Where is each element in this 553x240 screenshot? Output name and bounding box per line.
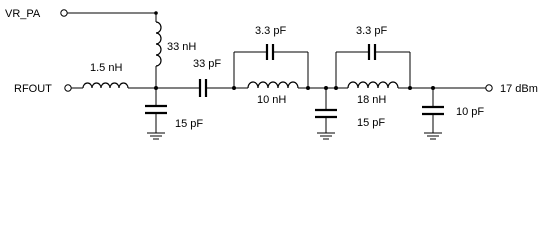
- vr-pa-port[interactable]: [60, 9, 68, 17]
- rf-matching-network-schematic: VR_PA RFOUT 17 dBm 1.5 nH 33 nH 15 pF 33…: [5, 8, 538, 140]
- shunt-cap-3-value: 10 pF: [456, 106, 484, 118]
- series-inductor-value: 1.5 nH: [90, 62, 122, 74]
- vr-pa-label: VR_PA: [5, 8, 41, 20]
- rfout-label: RFOUT: [14, 83, 52, 95]
- ground-1-icon: [147, 132, 165, 140]
- output-port[interactable]: [485, 84, 493, 92]
- ground-2-icon: [317, 132, 335, 140]
- tank-1-cap-value: 3.3 pF: [255, 25, 286, 37]
- output-power-label: 17 dBm: [500, 83, 538, 95]
- tank-2-right-dot: [408, 86, 412, 90]
- tank-1-inductor-value: 10 nH: [257, 94, 286, 106]
- tank-1-right-dot: [306, 86, 310, 90]
- tank-1-inductor-10nh: [247, 81, 299, 89]
- shunt-cap-1-value: 15 pF: [175, 118, 203, 130]
- tank-2-inductor-18nh: [347, 81, 399, 89]
- series-cap-value: 33 pF: [193, 58, 221, 70]
- ground-3-icon: [424, 132, 442, 140]
- shunt-cap-2-value: 15 pF: [357, 117, 385, 129]
- tank-2-inductor-value: 18 nH: [357, 94, 386, 106]
- series-inductor-1-5nh: [82, 82, 129, 89]
- choke-inductor-value: 33 nH: [167, 41, 196, 53]
- tank-2-cap-value: 3.3 pF: [356, 25, 387, 37]
- choke-inductor-33nh: [155, 21, 162, 67]
- rfout-port[interactable]: [64, 84, 72, 92]
